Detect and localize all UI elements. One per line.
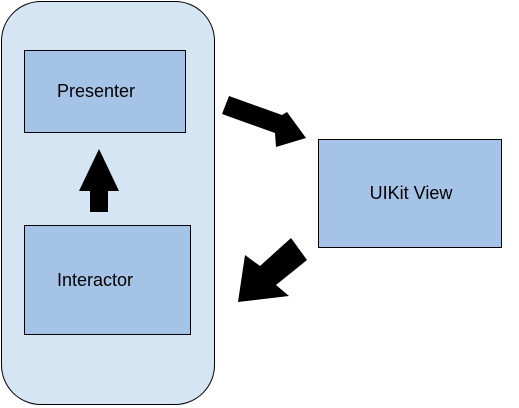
interactor-label: Interactor bbox=[57, 269, 134, 290]
arrow-presenter-to-view bbox=[222, 96, 306, 147]
presenter-label: Presenter bbox=[56, 81, 136, 101]
presenter-box: Presenter bbox=[24, 50, 186, 133]
interactor-box: Interactor bbox=[24, 225, 191, 335]
arrow-view-to-container bbox=[238, 238, 307, 302]
uikit-view-label: UIKit View bbox=[369, 183, 453, 203]
uikit-view-box: UIKit View bbox=[318, 139, 502, 248]
